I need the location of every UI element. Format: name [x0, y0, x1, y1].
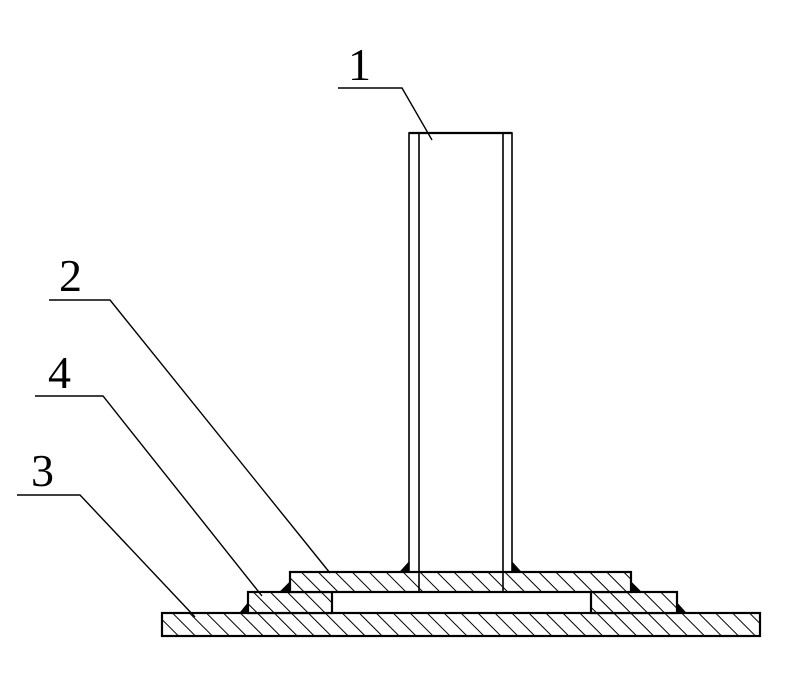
- ring-part: [246, 590, 679, 615]
- label-part-1: 1: [348, 39, 371, 90]
- label-part-2: 2: [59, 250, 82, 301]
- label-part-3: 3: [31, 445, 54, 496]
- flange-plate: [288, 570, 633, 594]
- part-labels: 1 2 4 3: [31, 39, 371, 496]
- base-plate: [160, 611, 762, 638]
- label-part-4: 4: [48, 347, 71, 398]
- tube: [408, 131, 513, 573]
- leader-lines: [17, 87, 433, 618]
- weld-fillets: [238, 560, 688, 614]
